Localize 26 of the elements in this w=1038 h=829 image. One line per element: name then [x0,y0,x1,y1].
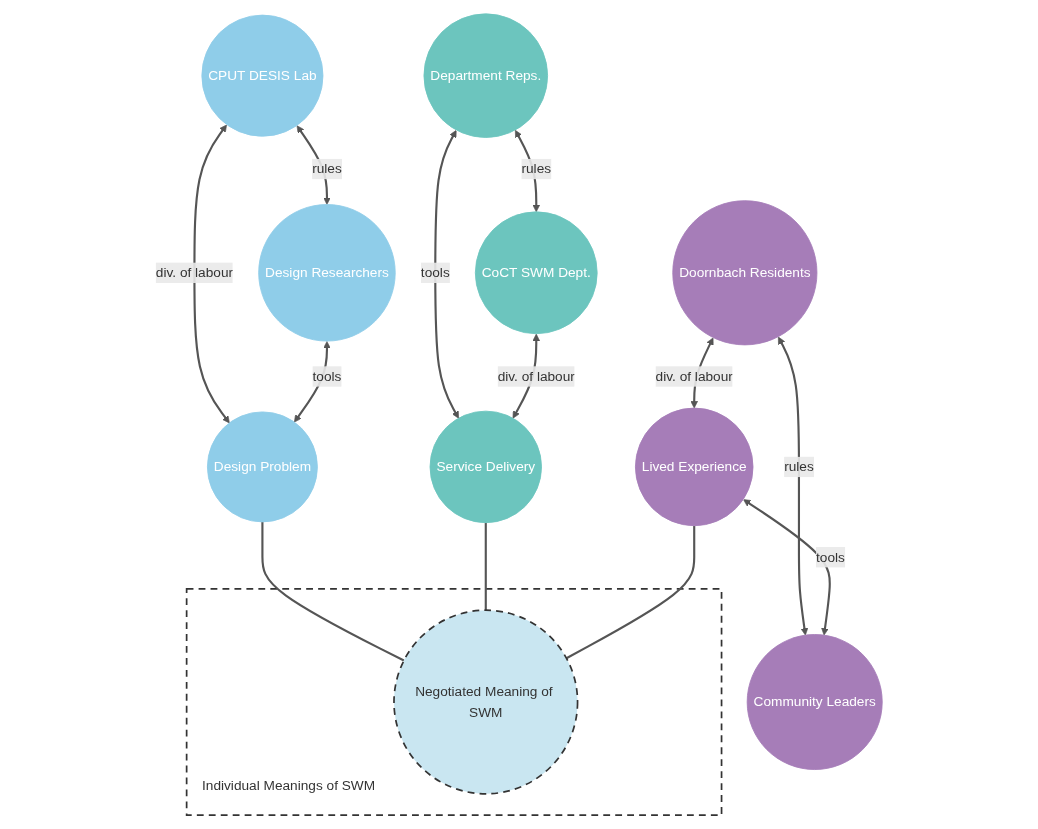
edge-label: tools [312,368,342,384]
node-circle: CoCT SWM Dept. [474,211,598,335]
connector [261,521,405,662]
connector [484,522,487,611]
node-circle: Doornbach Residents [672,200,818,346]
edge-label: div. of labour [155,265,234,280]
arrow [778,336,809,636]
edge-label: div. of labour [655,368,733,384]
node-circle: CPUT DESIS Lab [201,14,324,137]
edge-label: div. of labour [497,368,575,384]
connector [565,525,696,660]
node-circle: Design Problem [206,411,318,523]
arrow [743,499,831,636]
edge-label: tools [420,265,450,280]
edge-label: rules [312,161,342,176]
arrow [434,130,459,419]
node-circle: Service Delivery [429,410,542,524]
node-circle: Negotiated Meaning of SWM [393,609,579,795]
node-circle: Lived Experience [634,407,754,527]
arrow [193,124,230,424]
node-circle: Community Leaders [746,634,883,770]
edge-label: rules [784,459,814,474]
edge-label: tools [815,549,845,565]
node-circle: Department Reps. [423,13,548,138]
node-circle: Design Researchers [258,204,396,342]
edge-label: rules [521,161,552,176]
